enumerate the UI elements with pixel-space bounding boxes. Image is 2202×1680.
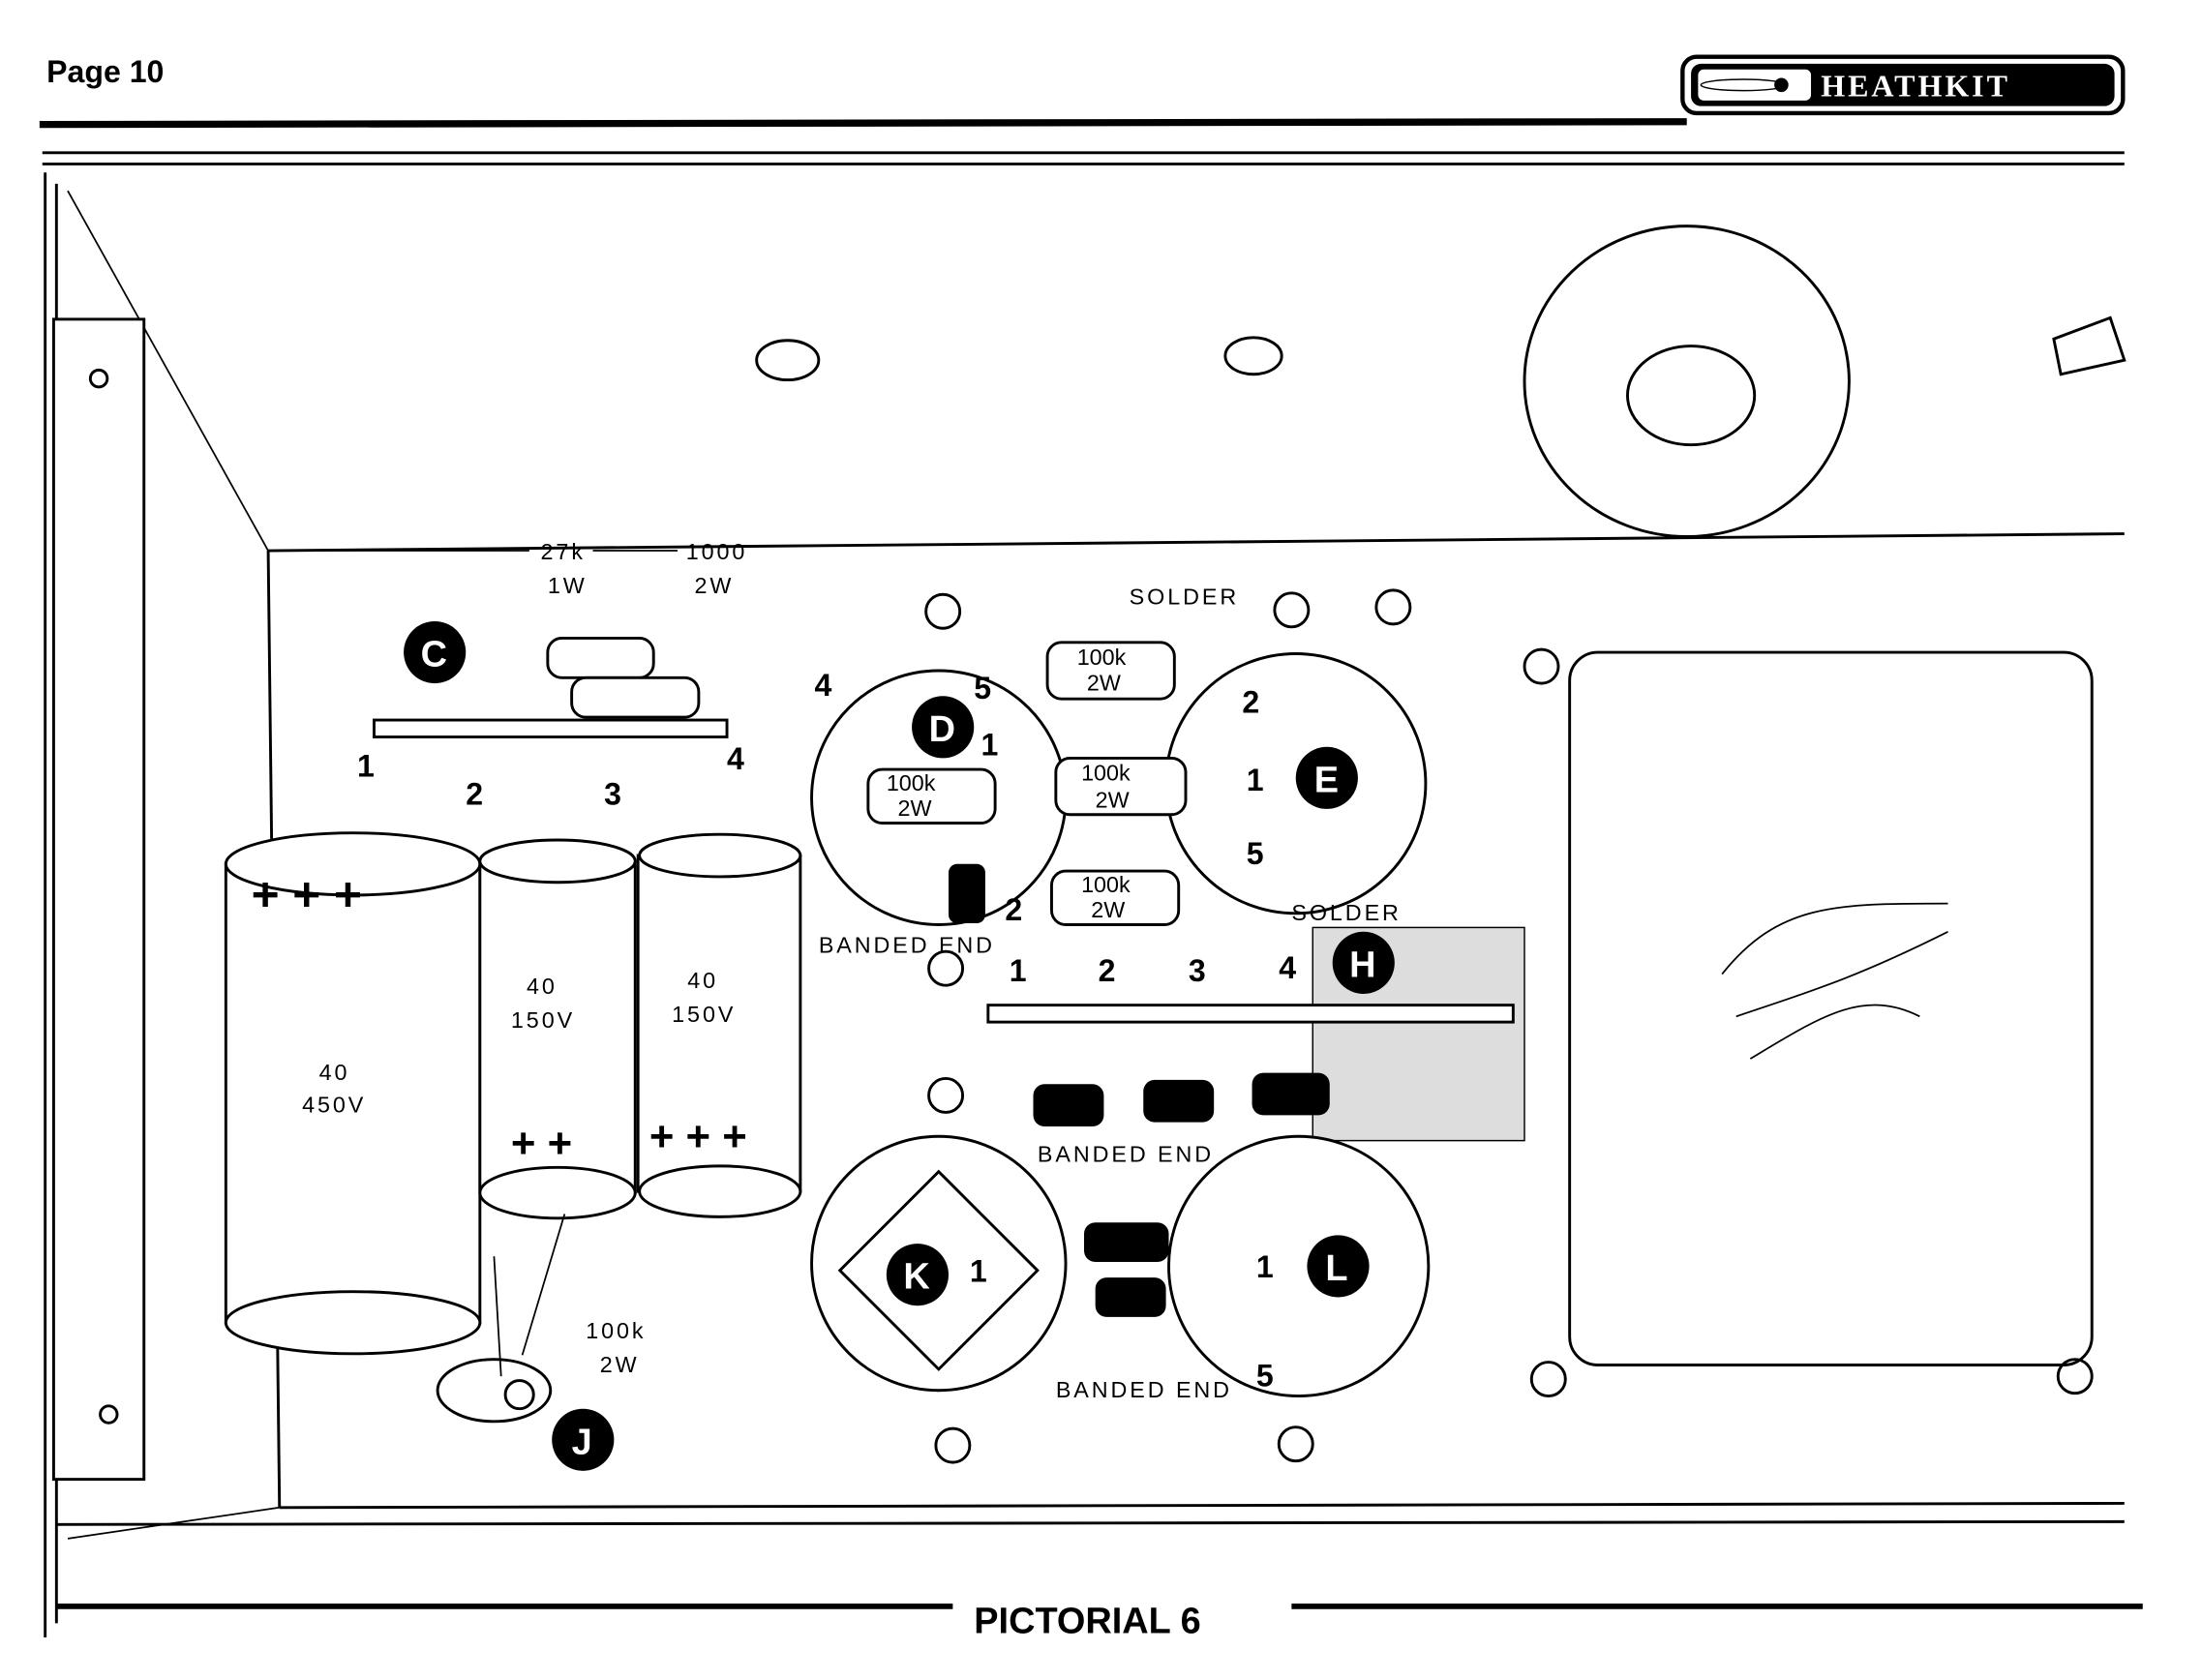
diode-d: [949, 863, 985, 924]
svg-text:100k: 100k: [887, 770, 936, 795]
svg-text:4: 4: [1279, 950, 1296, 985]
socket-l: L 1 5: [1167, 1134, 1431, 1398]
terminal-strip-c: C 1 2 3 4: [357, 620, 744, 812]
svg-text:2W: 2W: [1096, 787, 1130, 812]
svg-text:+ + +: + + +: [649, 1113, 747, 1160]
svg-text:4: 4: [814, 668, 831, 703]
resistor-100k-bottom: 100k 2W: [1050, 869, 1181, 926]
svg-text:+ + +: + + +: [252, 867, 362, 921]
svg-text:40: 40: [527, 974, 558, 999]
svg-text:40: 40: [319, 1060, 350, 1085]
svg-text:K: K: [903, 1257, 930, 1298]
svg-text:40: 40: [687, 968, 718, 993]
side-bracket: [51, 317, 146, 1482]
svg-text:D: D: [929, 709, 955, 750]
svg-text:150V: 150V: [672, 1002, 736, 1027]
capacitor-40-150v-b: 40 150V + + +: [636, 832, 802, 1218]
svg-text:+ +: + +: [511, 1120, 572, 1167]
banded-end-note-3: BANDED END: [1056, 1377, 1232, 1402]
resistor-100k-left: 100k 2W: [866, 767, 997, 825]
svg-text:5: 5: [1256, 1358, 1274, 1393]
svg-text:5: 5: [974, 671, 991, 705]
svg-text:2: 2: [466, 777, 483, 812]
svg-text:3: 3: [1189, 953, 1206, 988]
svg-text:450V: 450V: [302, 1092, 366, 1117]
socket-k: K 1: [810, 1134, 1068, 1393]
diode-kl-1: [1084, 1222, 1169, 1263]
pictorial-caption: PICTORIAL 6: [974, 1602, 1201, 1642]
resistor-100k-middle: 100k 2W: [1054, 756, 1188, 817]
tube-socket: [1523, 225, 1851, 538]
svg-text:J: J: [572, 1422, 592, 1462]
header-rule: [39, 118, 1687, 129]
diode-kl-2: [1095, 1277, 1166, 1317]
svg-text:1: 1: [357, 748, 375, 783]
resistor-1000-watt: 2W: [694, 573, 734, 598]
resistor-100k-j-watt: 2W: [600, 1352, 640, 1377]
svg-text:4: 4: [727, 741, 744, 776]
atom-icon: [1774, 77, 1789, 93]
solder-note-top: SOLDER: [1130, 584, 1239, 609]
svg-text:5: 5: [1247, 836, 1264, 871]
svg-text:1: 1: [970, 1253, 987, 1288]
svg-text:3: 3: [604, 777, 621, 812]
resistor-27k-value: 27k: [541, 539, 586, 564]
svg-text:2: 2: [1099, 953, 1116, 988]
svg-text:100k: 100k: [1077, 645, 1127, 670]
svg-text:E: E: [1314, 760, 1339, 800]
page-number: Page 10: [46, 54, 164, 89]
solder-note-bottom: SOLDER: [1291, 900, 1401, 925]
svg-text:2W: 2W: [1087, 670, 1121, 695]
socket-e: E 2 1 5: [1164, 652, 1428, 915]
svg-text:1: 1: [1010, 953, 1027, 988]
resistor-100k-top: 100k 2W: [1045, 641, 1176, 701]
svg-text:150V: 150V: [511, 1007, 575, 1033]
banded-end-note-2: BANDED END: [1038, 1142, 1214, 1167]
svg-text:2W: 2W: [897, 795, 931, 821]
capacitor-40-150v-a: 40 150V + +: [478, 838, 637, 1220]
resistor-1000-value: 1000: [686, 539, 748, 564]
svg-text:2W: 2W: [1091, 897, 1125, 922]
capacitor-40-450v: + + + 40 450V: [224, 831, 482, 1356]
svg-text:2: 2: [1242, 685, 1259, 720]
svg-text:C: C: [421, 635, 447, 675]
resistor-100k-j-value: 100k: [586, 1318, 646, 1343]
svg-text:100k: 100k: [1081, 872, 1131, 897]
heathkit-logo: HEATHKIT: [1680, 54, 2126, 116]
svg-text:HEATHKIT: HEATHKIT: [1821, 68, 2010, 103]
svg-text:2: 2: [1005, 892, 1022, 927]
ground-lug-j: J 100k 2W: [436, 1214, 646, 1471]
svg-text:100k: 100k: [1081, 761, 1131, 786]
mounting-nuts: [924, 588, 2094, 1464]
banded-end-note-1: BANDED END: [819, 933, 995, 958]
svg-text:1: 1: [981, 727, 999, 762]
resistor-27k-watt: 1W: [548, 573, 588, 598]
svg-text:1: 1: [1256, 1249, 1274, 1284]
svg-text:H: H: [1349, 945, 1375, 985]
transformer-outline: [1568, 650, 2094, 1366]
svg-text:L: L: [1325, 1248, 1347, 1289]
svg-text:1: 1: [1247, 763, 1264, 797]
terminal-strip-h: H 1 2 3 4: [986, 926, 1525, 1142]
